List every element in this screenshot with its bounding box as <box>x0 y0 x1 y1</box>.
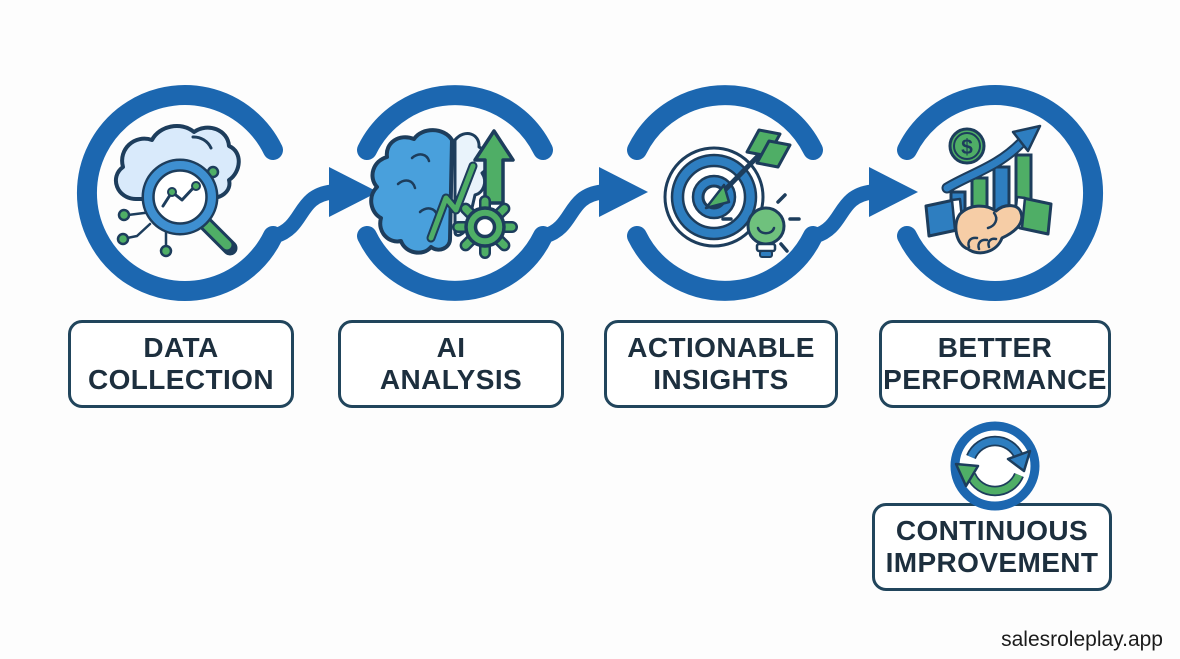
label-line2: IMPROVEMENT <box>885 547 1099 578</box>
label-box-actionable-insights: ACTIONABLE INSIGHTS <box>604 320 838 408</box>
brain-growth-gear-icon <box>369 128 518 259</box>
label-line2: COLLECTION <box>88 364 274 395</box>
chart-line-icon <box>161 183 198 208</box>
label-line1: AI <box>436 332 466 363</box>
label-box-data-collection: DATA COLLECTION <box>68 320 294 408</box>
handshake-icon <box>924 195 1053 255</box>
stage-circle-4 <box>897 85 1104 301</box>
network-nodes-icon <box>116 208 173 258</box>
stage-circle-1 <box>76 85 283 301</box>
brain-icon <box>369 128 454 255</box>
up-arrow-icon <box>473 129 515 205</box>
lightbulb-icon <box>721 193 801 258</box>
magnifier-icon <box>141 158 238 256</box>
growth-arrow-icon <box>941 124 1042 194</box>
node-dot-icon <box>206 165 220 179</box>
target-icon <box>663 146 765 248</box>
arrowhead-icon <box>329 167 378 217</box>
label-box-continuous-improvement: CONTINUOUS IMPROVEMENT <box>872 503 1112 591</box>
label-line1: ACTIONABLE <box>627 332 815 363</box>
watermark-text: salesroleplay.app <box>1001 628 1163 651</box>
step-label: ACTIONABLE INSIGHTS <box>627 332 815 396</box>
label-line1: BETTER <box>937 332 1053 363</box>
dart-arrow-icon <box>704 128 792 210</box>
flow-arrow-1 <box>267 167 378 244</box>
arrowhead-icon <box>869 167 918 217</box>
cloud-search-data-icon <box>113 124 241 258</box>
dollar-coin-icon: $ <box>948 127 986 165</box>
cycle-arrows-icon <box>950 421 1040 511</box>
label-line2: INSIGHTS <box>653 364 789 395</box>
step-label: BETTER PERFORMANCE <box>883 332 1107 396</box>
cloud-icon <box>113 124 241 201</box>
label-line1: CONTINUOUS <box>895 515 1089 546</box>
label-box-ai-analysis: AI ANALYSIS <box>338 320 564 408</box>
gear-icon <box>452 195 518 259</box>
arrowhead-icon <box>599 167 648 217</box>
label-line2: PERFORMANCE <box>883 364 1107 395</box>
handshake-chart-icon: $ <box>924 124 1053 255</box>
label-line1: DATA <box>143 332 219 363</box>
step-label: CONTINUOUS IMPROVEMENT <box>886 515 1099 579</box>
label-line2: ANALYSIS <box>379 364 523 395</box>
step-label: DATA COLLECTION <box>88 332 274 396</box>
stage-circle-3 <box>627 85 823 301</box>
step-label: AI ANALYSIS <box>380 332 522 396</box>
flow-arrow-2 <box>537 167 648 244</box>
dollar-icon: $ <box>961 136 973 159</box>
stage-circle-2 <box>357 85 553 301</box>
flow-arrow-3 <box>807 167 918 244</box>
target-arrow-lightbulb-icon <box>663 128 801 258</box>
bar-chart-icon <box>949 153 1033 215</box>
label-box-better-performance: BETTER PERFORMANCE <box>879 320 1111 408</box>
trend-line-icon <box>428 163 476 241</box>
